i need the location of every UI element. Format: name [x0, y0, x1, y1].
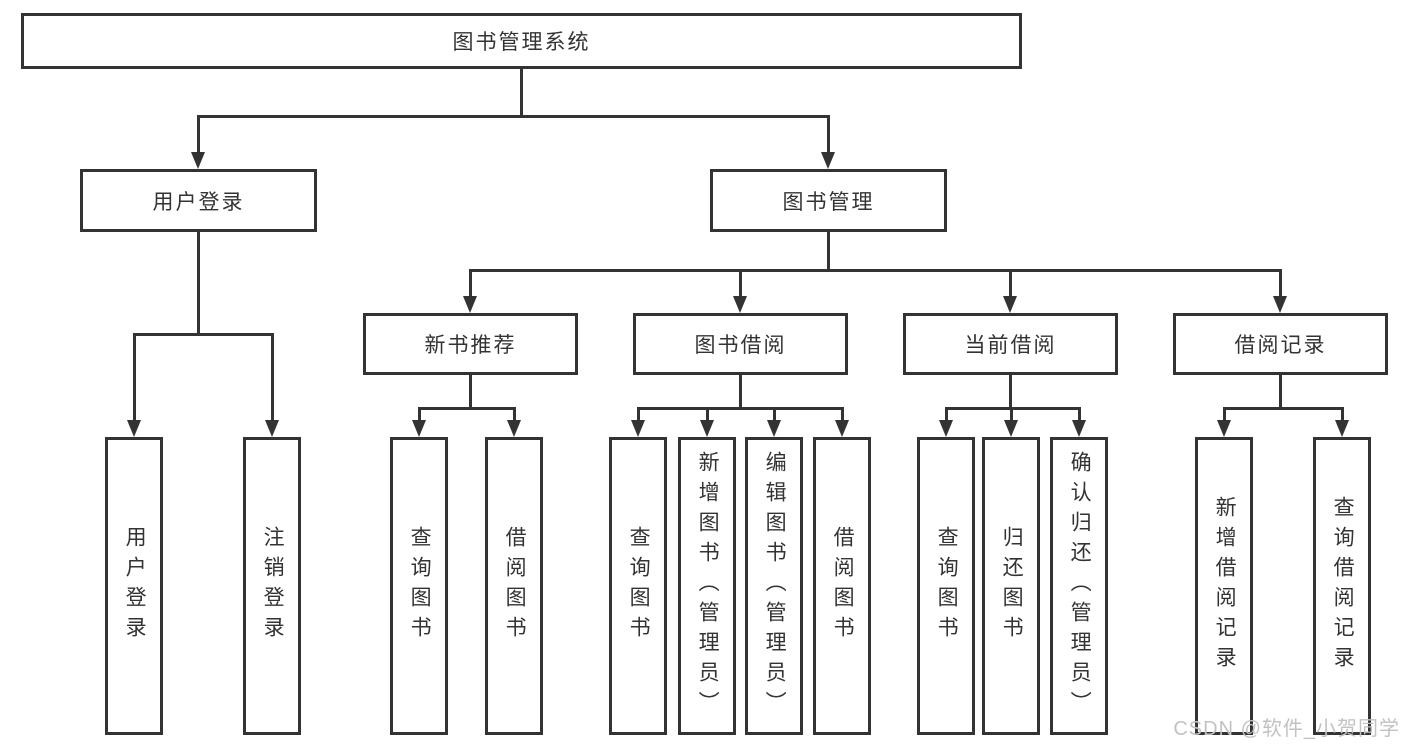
arrow-down-icon: [835, 420, 849, 437]
connector-drop-line: [945, 407, 948, 422]
arrow-down-icon: [1004, 420, 1018, 437]
connector-drop-line: [706, 407, 709, 422]
connector-drop-line: [1341, 407, 1344, 422]
leaf-borrow-books-borrowing: 借阅图书: [813, 437, 871, 735]
arrow-down-icon: [1072, 420, 1086, 437]
arrow-down-icon: [412, 420, 426, 437]
connector-drop-line: [197, 115, 200, 155]
leaf-label: 归还图书: [1000, 526, 1024, 646]
leaf-confirm-return-admin: 确认归还（管理员）: [1050, 437, 1108, 735]
leaf-add-borrow-record: 新增借阅记录: [1195, 437, 1253, 735]
node-book-management: 图书管理: [710, 169, 947, 232]
connector-drop-line: [827, 115, 830, 155]
leaf-label: 新增图书（管理员）: [696, 451, 720, 721]
arrow-down-icon: [821, 152, 835, 169]
leaf-label: 借阅图书: [503, 526, 527, 646]
node-user-login: 用户登录: [80, 169, 317, 232]
leaf-label: 新增借阅记录: [1213, 496, 1237, 676]
connector-current-bracket: [945, 407, 1081, 410]
leaf-label: 确认归还（管理员）: [1068, 451, 1092, 721]
connector-drop-line: [1223, 407, 1226, 422]
leaf-label: 查询图书: [935, 526, 959, 646]
arrow-down-icon: [939, 420, 953, 437]
leaf-logout: 注销登录: [243, 437, 301, 735]
arrow-down-icon: [1217, 420, 1231, 437]
leaf-return-books: 归还图书: [982, 437, 1040, 735]
connector-drop-line: [841, 407, 844, 422]
arrow-down-icon: [1273, 296, 1287, 313]
connector-current-stem: [1009, 375, 1012, 410]
leaf-label: 注销登录: [261, 526, 285, 646]
watermark-csdn: CSDN @软件_小贺同学: [1173, 718, 1400, 740]
leaf-query-books-recommend: 查询图书: [390, 437, 448, 735]
connector-drop-line: [133, 333, 136, 421]
node-book-borrowing: 图书借阅: [633, 313, 848, 375]
node-borrowing-records: 借阅记录: [1173, 313, 1388, 375]
connector-drop-line: [1009, 269, 1012, 298]
leaf-query-books-borrowing: 查询图书: [609, 437, 667, 735]
leaf-query-borrow-record: 查询借阅记录: [1313, 437, 1371, 735]
leaf-label: 查询图书: [627, 526, 651, 646]
connector-drop-line: [637, 407, 640, 422]
connector-drop-line: [739, 269, 742, 298]
node-current-borrowing: 当前借阅: [903, 313, 1118, 375]
arrow-down-icon: [1003, 296, 1017, 313]
leaf-label: 查询图书: [408, 526, 432, 646]
connector-root-bracket: [197, 115, 830, 118]
connector-recommend-stem: [469, 375, 472, 410]
leaf-add-books-admin: 新增图书（管理员）: [678, 437, 736, 735]
connector-drop-line: [469, 269, 472, 298]
connector-drop-line: [418, 407, 421, 422]
leaf-edit-books-admin: 编辑图书（管理员）: [745, 437, 803, 735]
arrow-down-icon: [191, 152, 205, 169]
connector-recommend-bracket: [418, 407, 516, 410]
connector-drop-line: [1279, 269, 1282, 298]
connector-user-login-bracket: [133, 333, 274, 336]
arrow-down-icon: [127, 420, 141, 437]
arrow-down-icon: [700, 420, 714, 437]
connector-book-mgmt-bracket: [469, 269, 1282, 272]
connector-book-mgmt-stem: [827, 232, 830, 272]
connector-borrowing-bracket: [637, 407, 844, 410]
connector-records-stem: [1279, 375, 1282, 410]
arrow-down-icon: [631, 420, 645, 437]
connector-root-stem: [520, 69, 523, 118]
leaf-query-books-current: 查询图书: [917, 437, 975, 735]
node-new-book-recommendation: 新书推荐: [363, 313, 578, 375]
arrow-down-icon: [507, 420, 521, 437]
leaf-label: 用户登录: [123, 526, 147, 646]
connector-user-login-stem: [197, 232, 200, 336]
connector-drop-line: [1078, 407, 1081, 422]
arrow-down-icon: [1335, 420, 1349, 437]
arrow-down-icon: [733, 296, 747, 313]
leaf-label: 编辑图书（管理员）: [763, 451, 787, 721]
arrow-down-icon: [767, 420, 781, 437]
node-library-system: 图书管理系统: [21, 13, 1022, 69]
leaf-label: 查询借阅记录: [1331, 496, 1355, 676]
connector-records-bracket: [1223, 407, 1343, 410]
connector-drop-line: [1010, 407, 1013, 422]
leaf-borrow-books-recommend: 借阅图书: [485, 437, 543, 735]
connector-drop-line: [773, 407, 776, 422]
connector-drop-line: [513, 407, 516, 422]
leaf-label: 借阅图书: [831, 526, 855, 646]
arrow-down-icon: [463, 296, 477, 313]
connector-drop-line: [271, 333, 274, 421]
connector-borrowing-stem: [739, 375, 742, 410]
arrow-down-icon: [265, 420, 279, 437]
leaf-user-login: 用户登录: [105, 437, 163, 735]
